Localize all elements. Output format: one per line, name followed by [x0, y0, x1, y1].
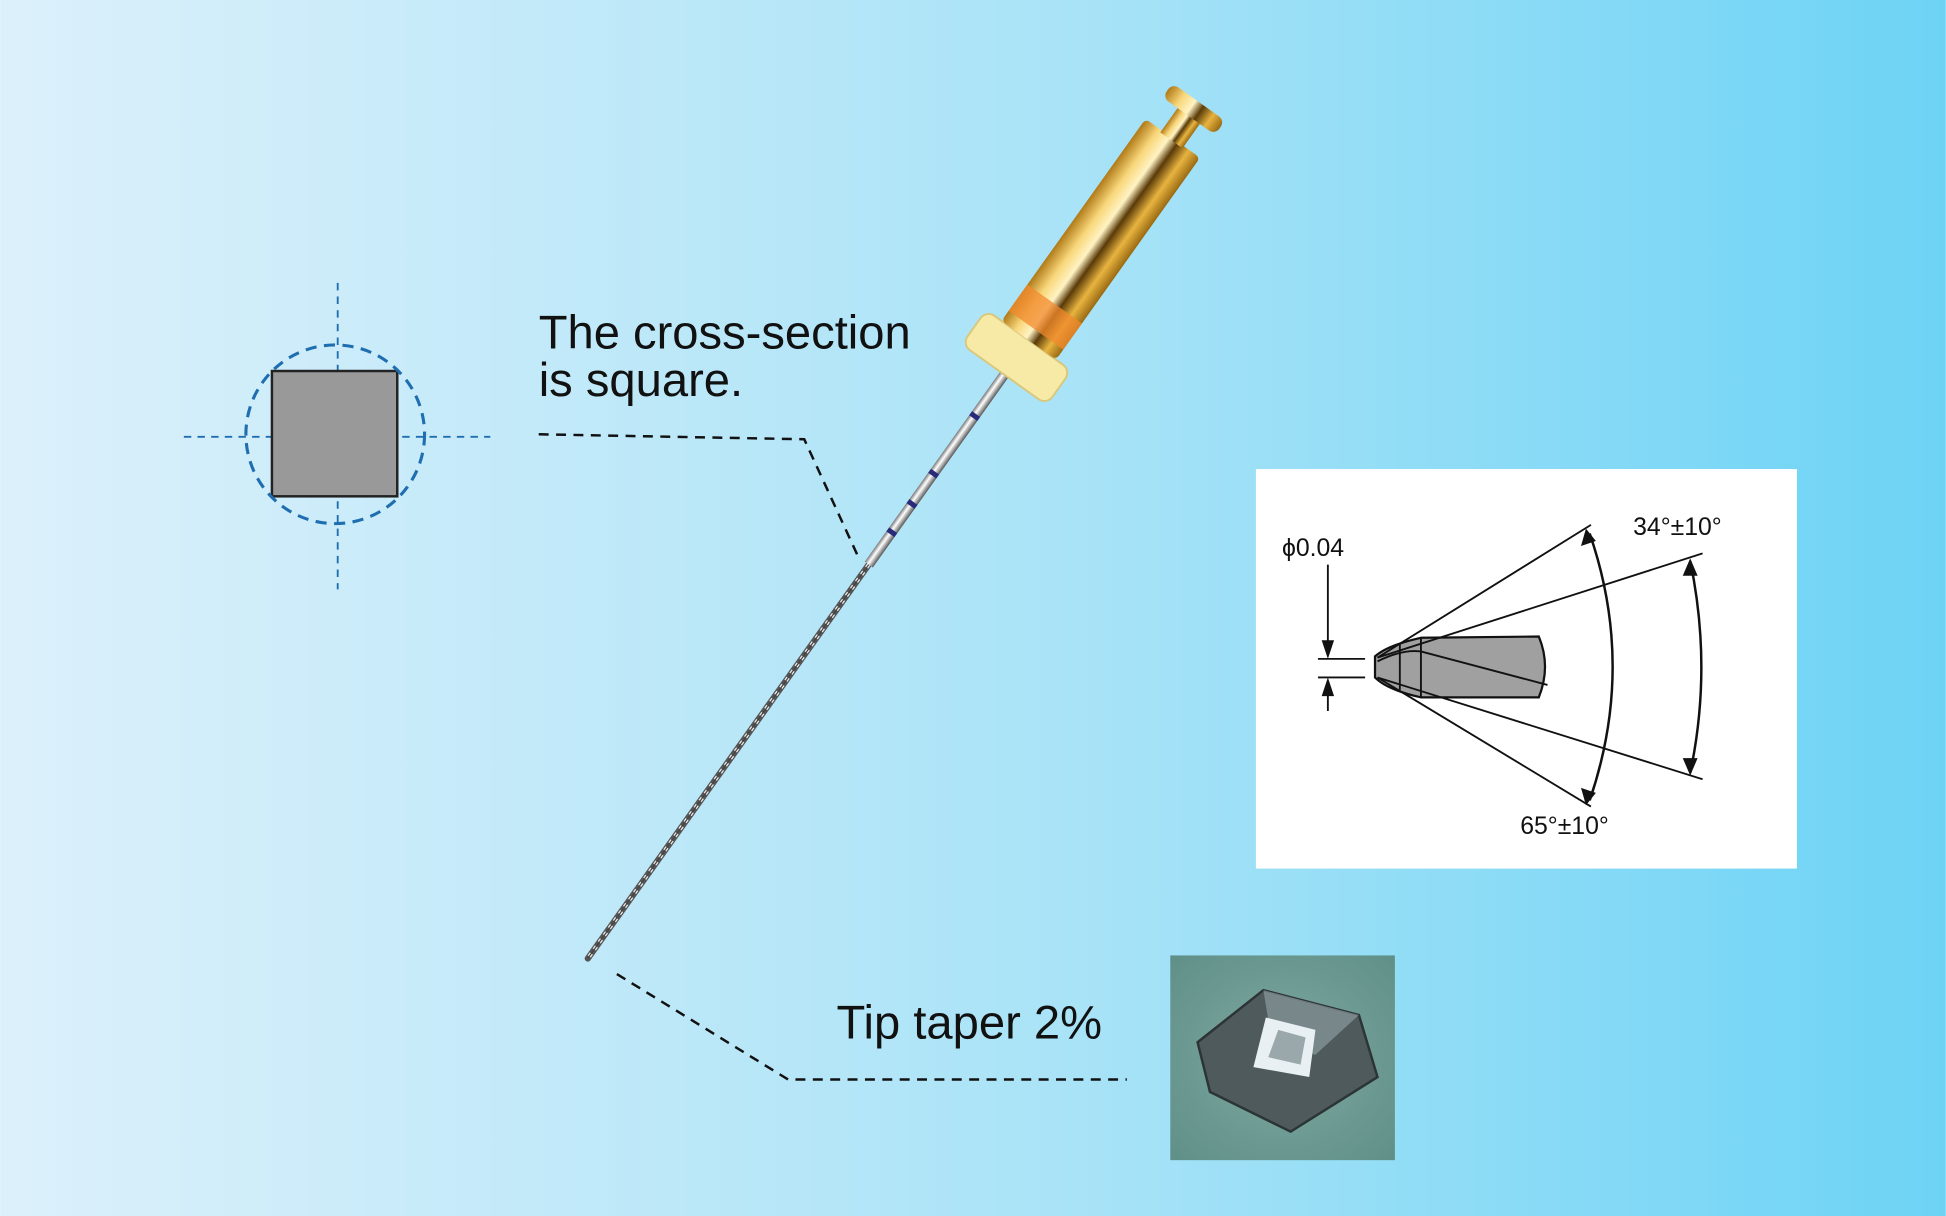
endodontic-file — [584, 86, 1223, 962]
depth-markers — [886, 411, 981, 538]
cross-section-leader-line — [538, 433, 862, 562]
inner-angle-label: 34°±10° — [1633, 514, 1722, 541]
tip-geometry-drawing: ϕ0.04 34°±10° 65°±10° — [1255, 469, 1797, 869]
tip-photo — [1170, 955, 1395, 1161]
rubber-stopper — [964, 313, 1069, 402]
outer-angle-label: 65°±10° — [1520, 813, 1609, 840]
handle-cap — [1165, 86, 1223, 132]
cross-section-label-line1: The cross-section — [539, 306, 911, 359]
square-cross-section-icon — [183, 282, 491, 590]
diameter-label: ϕ0.04 — [1282, 535, 1344, 562]
tip-taper-label: Tip taper 2% — [837, 996, 1103, 1049]
working-part — [584, 561, 872, 962]
cross-section-label-line2: is square. — [539, 353, 743, 406]
size-color-band — [1008, 284, 1082, 350]
handle — [1003, 120, 1199, 358]
